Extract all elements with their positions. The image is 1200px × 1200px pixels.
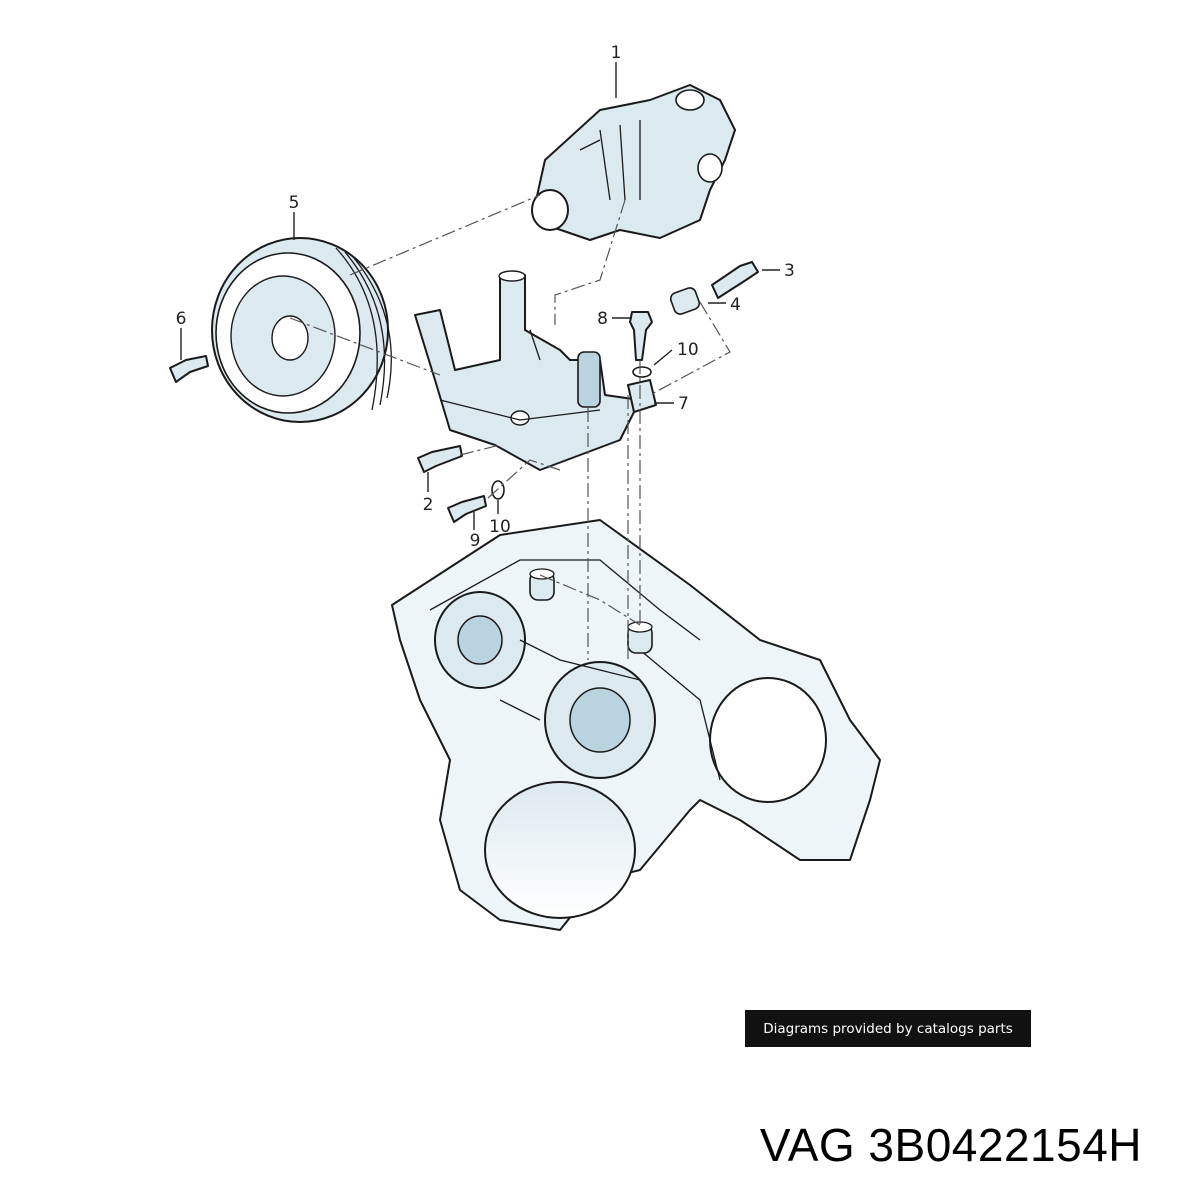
washer-10-upper xyxy=(632,366,652,378)
callout-5: 5 xyxy=(289,193,300,213)
callout-10-lower: 10 xyxy=(489,517,511,537)
callout-10-upper: 10 xyxy=(677,340,699,360)
sleeve-4 xyxy=(669,287,701,315)
mounting-bracket xyxy=(414,270,641,471)
callout-9: 9 xyxy=(470,531,481,551)
washer-10-lower xyxy=(491,480,505,500)
callout-8: 8 xyxy=(597,309,608,329)
bolt-3 xyxy=(711,261,759,299)
nut-7 xyxy=(627,379,657,413)
callout-6: 6 xyxy=(176,309,187,329)
leader-lines xyxy=(180,62,780,530)
bolt-6 xyxy=(169,355,209,383)
bolt-2 xyxy=(417,445,463,473)
assembly-lines xyxy=(289,194,731,660)
callout-7: 7 xyxy=(678,394,689,414)
pulley xyxy=(211,237,392,423)
part-number-caption: VAG 3B0422154H xyxy=(759,1119,1142,1171)
engine-block xyxy=(391,519,881,931)
callout-2: 2 xyxy=(423,495,434,515)
bolt-8 xyxy=(629,311,653,361)
callout-1: 1 xyxy=(611,43,622,63)
callout-4: 4 xyxy=(730,295,741,315)
credit-banner: Diagrams provided by catalogs parts xyxy=(745,1010,1031,1047)
bolt-9 xyxy=(447,495,487,523)
power-steering-pump xyxy=(531,84,736,241)
callout-3: 3 xyxy=(784,261,795,281)
